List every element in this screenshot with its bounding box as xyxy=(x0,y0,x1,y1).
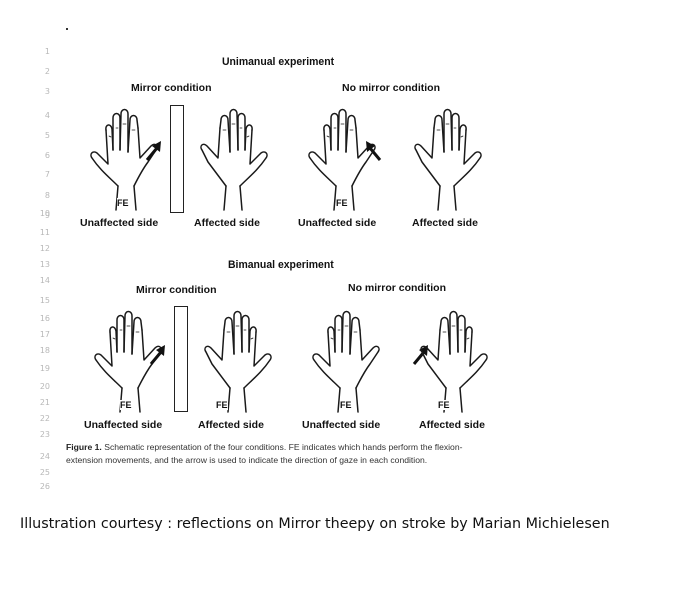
line-number: 18 xyxy=(39,346,50,355)
bimanual-side-label: Affected side xyxy=(198,419,264,431)
line-number: 7 xyxy=(44,170,50,179)
line-number: 5 xyxy=(44,131,50,140)
bimanual-mirror xyxy=(174,306,188,412)
line-number: 14 xyxy=(39,276,50,285)
bimanual-fe-2: FE xyxy=(216,400,228,410)
unimanual-hand-2 xyxy=(196,100,276,212)
line-number: 13 xyxy=(39,260,50,269)
figure-caption-text: Schematic representation of the four con… xyxy=(66,442,463,465)
line-number: 6 xyxy=(44,151,50,160)
line-number: 3 xyxy=(44,87,50,96)
right-hand-icon xyxy=(196,100,276,212)
line-number: 21 xyxy=(39,398,50,407)
unimanual-side-label: Unaffected side xyxy=(298,217,377,229)
line-number: 22 xyxy=(39,414,50,423)
line-number: 23 xyxy=(39,430,50,439)
line-number: 11 xyxy=(39,228,50,237)
right-hand-icon xyxy=(416,302,496,414)
bimanual-hand-3 xyxy=(304,302,384,414)
line-number: 2 xyxy=(44,67,50,76)
figure-caption: Figure 1. Schematic representation of th… xyxy=(66,441,486,466)
bimanual-no-mirror-label: No mirror condition xyxy=(348,282,446,294)
stray-dot xyxy=(66,28,68,30)
unimanual-no-mirror-label: No mirror condition xyxy=(342,82,440,94)
line-number: 17 xyxy=(39,330,50,339)
courtesy-text: Illustration courtesy : reflections on M… xyxy=(20,516,610,532)
gaze-arrow-icon xyxy=(143,138,165,164)
line-number: 4 xyxy=(44,111,50,120)
unimanual-side-label: Unaffected side xyxy=(80,217,159,229)
line-number: 16 xyxy=(39,314,50,323)
unimanual-side-label: Affected side xyxy=(194,217,260,229)
gaze-arrow-icon xyxy=(362,138,384,164)
bimanual-fe-1: FE xyxy=(120,400,132,410)
bimanual-fe-3: FE xyxy=(340,400,352,410)
unimanual-fe-1: FE xyxy=(117,198,129,208)
line-number: 8 xyxy=(44,191,50,200)
unimanual-side-label: Affected side xyxy=(412,217,478,229)
right-hand-icon xyxy=(200,302,280,414)
line-number: 10 xyxy=(39,209,50,218)
bimanual-side-label: Unaffected side xyxy=(302,419,381,431)
bimanual-hand-4 xyxy=(416,302,496,414)
bimanual-mirror-label: Mirror condition xyxy=(136,284,217,296)
bimanual-side-label: Affected side xyxy=(419,419,485,431)
bimanual-side-label: Unaffected side xyxy=(84,419,163,431)
unimanual-title: Unimanual experiment xyxy=(222,56,335,68)
line-number: 26 xyxy=(39,482,50,491)
left-hand-icon xyxy=(304,302,384,414)
line-number: 25 xyxy=(39,468,50,477)
line-number: 1 xyxy=(44,47,50,56)
line-number: 9 xyxy=(44,211,50,220)
unimanual-mirror-label: Mirror condition xyxy=(131,82,212,94)
line-number: 12 xyxy=(39,244,50,253)
bimanual-hand-2 xyxy=(200,302,280,414)
line-number: 19 xyxy=(39,364,50,373)
bimanual-fe-4: FE xyxy=(438,400,450,410)
gaze-arrow-icon xyxy=(147,342,169,368)
figure-caption-label: Figure 1. xyxy=(66,442,102,452)
right-hand-icon xyxy=(410,100,490,212)
unimanual-fe-2: FE xyxy=(336,198,348,208)
line-number: 15 xyxy=(39,296,50,305)
bimanual-title: Bimanual experiment xyxy=(228,259,334,271)
unimanual-hand-4 xyxy=(410,100,490,212)
line-number: 24 xyxy=(39,452,50,461)
unimanual-mirror xyxy=(170,105,184,213)
line-number: 20 xyxy=(39,382,50,391)
